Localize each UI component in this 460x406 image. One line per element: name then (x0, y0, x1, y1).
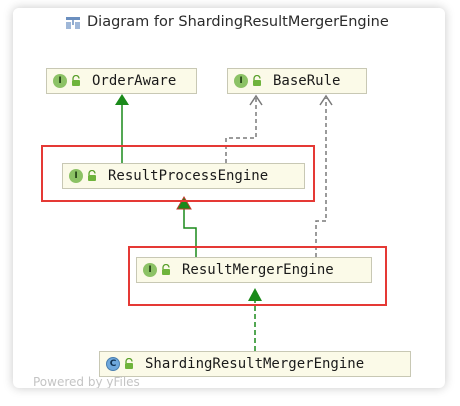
node-label-shardingresultmergerengine: ShardingResultMergerEngine (145, 356, 365, 372)
node-orderaware[interactable]: I OrderAware (46, 68, 197, 94)
arrowhead-merger (248, 288, 262, 301)
interface-icon: I (234, 74, 248, 88)
node-resultprocessengine[interactable]: I ResultProcessEngine (62, 163, 305, 189)
edge-merger-to-baserule (315, 98, 327, 257)
node-label-resultmergerengine: ResultMergerEngine (182, 262, 334, 278)
diagram-window: Diagram for ShardingResultMergerEngine I (13, 8, 445, 388)
window-title: Diagram for ShardingResultMergerEngine (87, 14, 389, 30)
node-shardingresultmergerengine[interactable]: C ShardingResultMergerEngine (99, 351, 411, 377)
node-resultmergerengine[interactable]: I ResultMergerEngine (136, 257, 372, 283)
edge-merger-to-process (183, 209, 197, 257)
highlight-box-process (41, 145, 315, 202)
arrowhead-baserule-1 (249, 94, 263, 106)
interface-icon: I (53, 74, 67, 88)
lock-icon (162, 264, 170, 275)
arrowhead-baserule-2 (319, 94, 333, 106)
node-label-baserule: BaseRule (273, 73, 341, 89)
lock-icon (253, 75, 261, 86)
interface-icon: I (69, 169, 83, 183)
title-bar: Diagram for ShardingResultMergerEngine (13, 8, 445, 38)
lock-icon (72, 75, 80, 86)
arrowhead-process (176, 196, 192, 210)
interface-icon: I (143, 263, 157, 277)
diagram-edges (115, 94, 333, 351)
node-label-resultprocessengine: ResultProcessEngine (108, 168, 269, 184)
node-baserule[interactable]: I BaseRule (227, 68, 367, 94)
node-label-orderaware: OrderAware (92, 73, 177, 89)
class-icon: C (106, 357, 120, 371)
watermark: Powered by yFiles (33, 375, 140, 388)
lock-icon (125, 358, 133, 369)
diagram-icon (66, 17, 80, 29)
highlight-box-merger (128, 246, 387, 306)
lock-icon (88, 170, 96, 181)
arrowhead-orderaware (115, 94, 129, 105)
